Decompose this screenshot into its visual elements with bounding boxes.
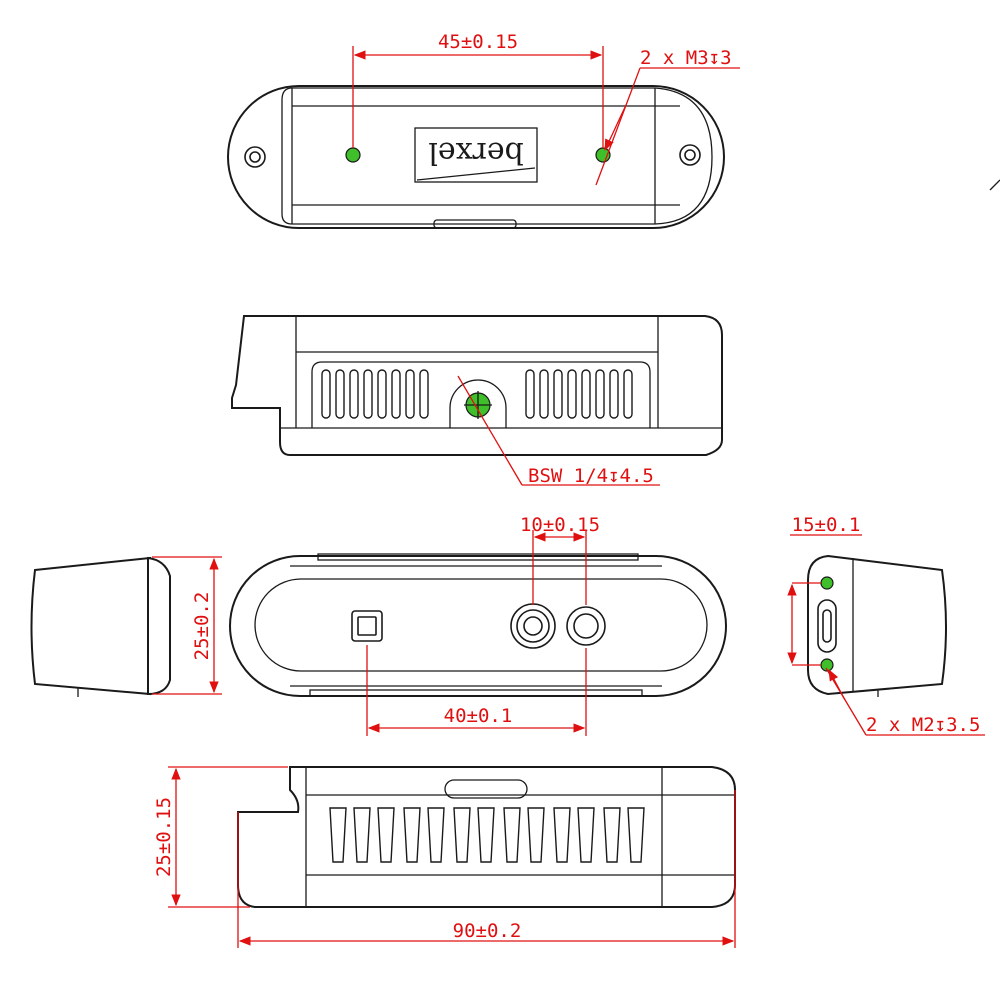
logo-frame [414,127,538,183]
side-view-right [807,554,947,697]
end-view-outline [30,556,151,696]
dim-text: 40±0.1 [444,705,513,727]
front-ridges [317,553,639,561]
side-view [237,766,736,908]
dim-tripod-mount: BSW 1/4↧4.5 [457,375,660,487]
dim-text: 10±0.15 [520,514,600,536]
dim-front-port-spacing: 40±0.1 [366,645,587,736]
top-mount-hole-left [345,147,361,163]
side-view-outline [807,554,947,696]
dim-text: 2 x M3↧3 [640,47,732,69]
top-view-panel [281,87,713,225]
bottom-vents-left [321,369,429,419]
bottom-view [231,315,723,456]
dim-text: 45±0.15 [438,31,518,53]
front-view-bezel [254,578,708,672]
dim-side-offset: 15±0.1 [787,514,862,666]
dim-top-hole-spacing: 45±0.15 [352,31,604,148]
side-mount-hole-top [820,576,834,590]
top-view: berxel [227,85,725,229]
vent-frame [311,361,651,428]
top-view-tab [433,219,517,229]
dim-text: 15±0.1 [792,514,861,536]
dim-total-length: 90±0.2 [237,790,736,948]
dim-text: 2 x M2↧3.5 [866,714,980,736]
side-vents [329,807,645,863]
tripod-boss [449,379,507,428]
dim-top-holes: 2 x M3↧3 [595,47,740,186]
front-view-outline [229,555,727,697]
dim-side-holes: 2 x M2↧3.5 [825,667,985,736]
dim-text: 90±0.2 [453,920,522,942]
edge-mark [989,179,1000,191]
bottom-vents-right [525,369,633,419]
dim-text: BSW 1/4↧4.5 [528,465,654,487]
dim-text: 25±0.15 [153,797,175,877]
front-view [229,553,727,697]
dim-text: 25±0.2 [191,592,213,661]
dim-side-height: 25±0.15 [153,766,288,908]
bottom-view-outline [231,315,723,456]
dim-end-height: 25±0.2 [152,556,222,695]
dim-front-port-offset: 10±0.15 [520,514,600,605]
end-view-left [30,556,171,697]
side-view-tab [444,779,528,799]
logo-text: berxel [428,135,524,170]
